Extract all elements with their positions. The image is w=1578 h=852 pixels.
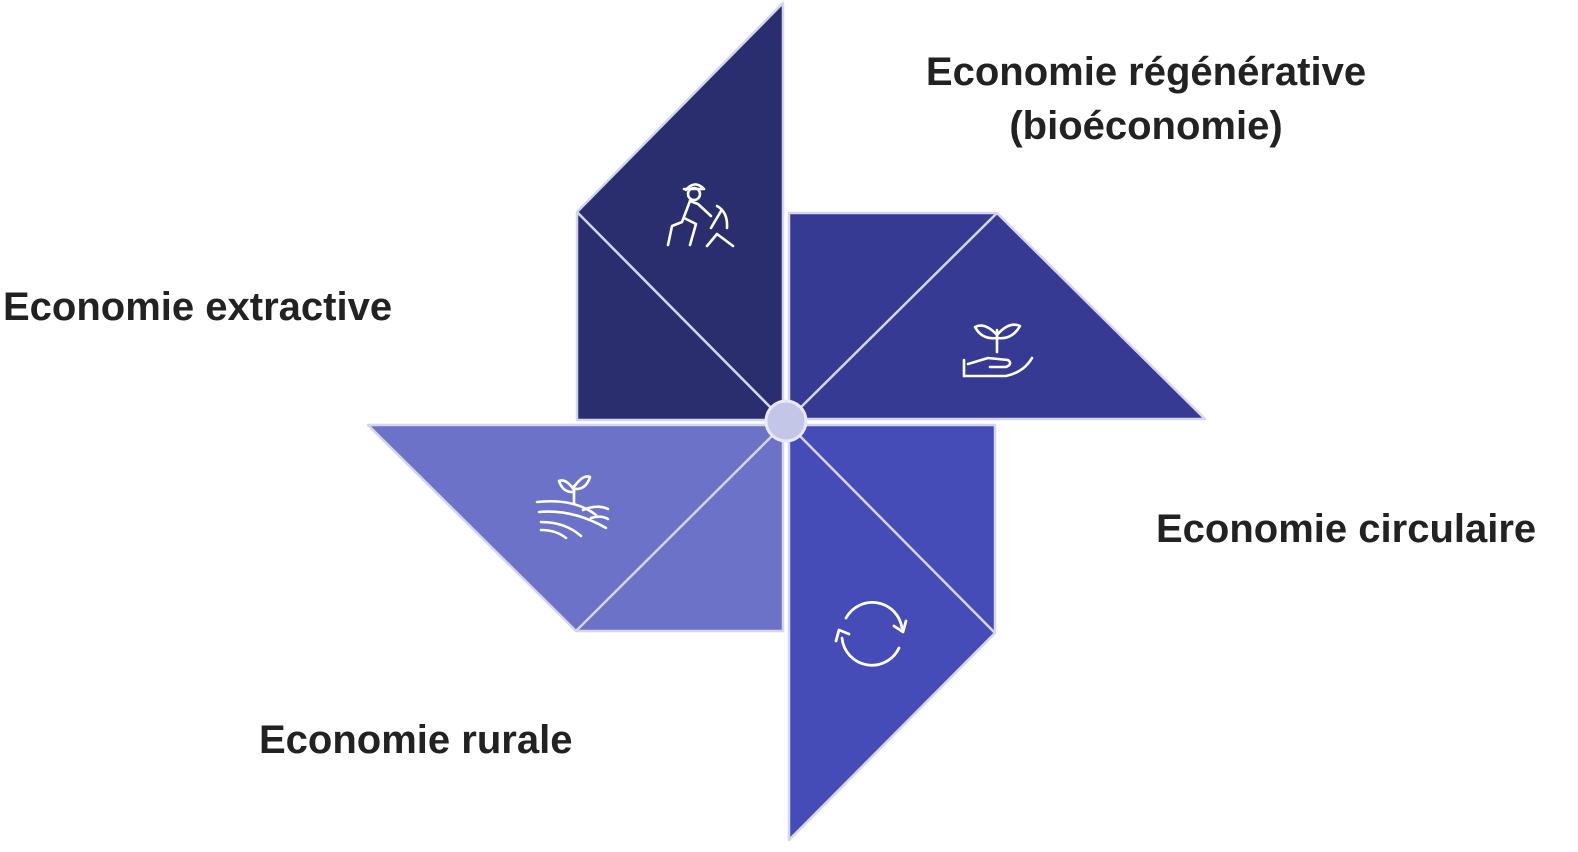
label-regenerative-line-2: (bioéconomie): [1009, 104, 1283, 148]
miner-pickaxe-icon: [666, 183, 735, 248]
blade-circular: [787, 423, 997, 842]
label-extractive-economy: Economie extractive: [3, 285, 393, 329]
label-regenerative-line-1: Economie régénérative: [925, 50, 1367, 94]
seedling-in-hand-icon: [962, 323, 1034, 378]
label-regenerative-economy: Economie régénérative (bioéconomie): [905, 45, 1387, 153]
sprout-field-icon: [535, 475, 610, 540]
blade-rural: [366, 423, 785, 633]
circular-arrows-icon: [834, 601, 908, 667]
blade-extractive: [575, 1, 785, 422]
blade-regenerative: [787, 211, 1207, 421]
label-rural-economy: Economie rurale: [259, 718, 573, 762]
label-circular-economy: Economie circulaire: [1156, 507, 1537, 551]
pinwheel-hub: [764, 399, 808, 443]
